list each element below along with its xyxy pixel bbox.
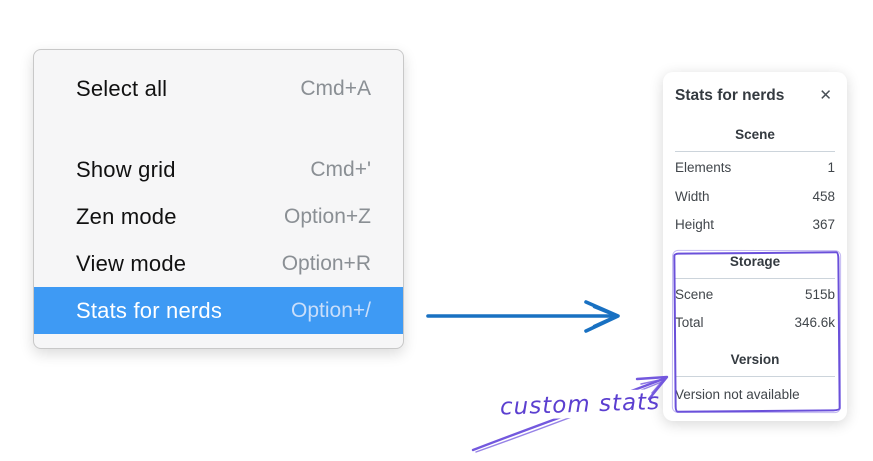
stat-label: Width [675, 188, 710, 204]
stats-panel-title: Stats for nerds [675, 86, 785, 104]
menu-item-view-mode[interactable]: View mode Option+R [34, 240, 403, 287]
stat-value: 458 [812, 188, 835, 204]
menu-item-shortcut: Cmd+' [310, 157, 371, 181]
stat-value: 515b [804, 286, 835, 302]
stats-section-heading-scene: Scene [735, 127, 775, 142]
menu-item-label: Show grid [76, 156, 176, 182]
section-divider [675, 375, 835, 377]
menu-item-label: View mode [76, 250, 187, 276]
stats-row-elements: Elements 1 [675, 154, 835, 183]
menu-item-shortcut: Option+Z [284, 204, 371, 228]
menu-section-bottom: Show grid Cmd+' Zen mode Option+Z View m… [34, 128, 403, 348]
menu-item-shortcut: Option+R [281, 251, 371, 275]
pointer-arrow [426, 300, 620, 333]
stat-label: Height [675, 217, 715, 232]
custom-stats-label: custom stats [497, 388, 661, 421]
stat-value: 346.6k [794, 315, 835, 330]
close-icon[interactable]: ✕ [819, 87, 832, 104]
stat-label: Elements [675, 160, 732, 175]
context-menu: Select all Cmd+A Show grid Cmd+' Zen mod… [33, 49, 404, 349]
menu-section-top: Select all Cmd+A [34, 50, 403, 128]
stats-row-total-size: Total 346.6k [675, 309, 835, 338]
stat-value: 367 [812, 217, 835, 232]
stats-row-height: Height 367 [675, 211, 835, 240]
menu-item-shortcut: Option+/ [291, 298, 371, 322]
stats-section-heading-storage: Storage [729, 253, 781, 269]
section-divider [675, 151, 835, 152]
menu-item-label: Zen mode [76, 203, 177, 229]
stats-row-width: Width 458 [675, 183, 835, 212]
menu-item-show-grid[interactable]: Show grid Cmd+' [34, 146, 403, 193]
stat-label: Scene [675, 286, 714, 302]
stats-section-heading-version: Version [730, 351, 780, 367]
menu-item-stats-for-nerds[interactable]: Stats for nerds Option+/ [34, 287, 403, 334]
stats-row-scene-size: Scene 515b [675, 281, 835, 310]
stat-value: 1 [827, 160, 835, 175]
stat-label: Total [675, 315, 704, 330]
menu-item-label: Select all [76, 76, 168, 101]
stats-panel: Stats for nerds ✕ Scene Elements 1 Width… [663, 72, 847, 421]
section-divider [675, 277, 835, 279]
version-note: Version not available [675, 386, 800, 402]
menu-item-select-all[interactable]: Select all Cmd+A [34, 64, 403, 114]
menu-item-label: Stats for nerds [76, 297, 223, 323]
menu-item-shortcut: Cmd+A [300, 77, 371, 100]
menu-item-zen-mode[interactable]: Zen mode Option+Z [34, 193, 403, 240]
